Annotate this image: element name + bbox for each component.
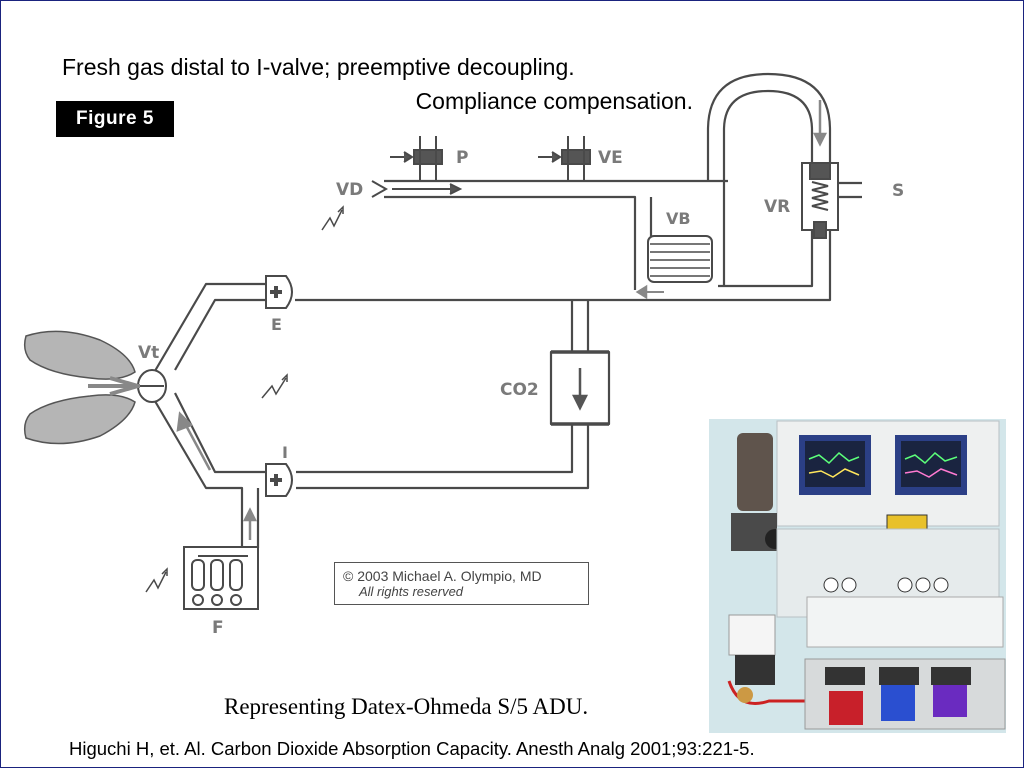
ve-valve bbox=[538, 136, 591, 181]
label-vd: VD bbox=[336, 180, 363, 200]
lungs bbox=[23, 330, 140, 445]
label-vt: Vt bbox=[138, 343, 159, 363]
pipe-e-branch-inner bbox=[174, 298, 266, 371]
s-port bbox=[838, 181, 862, 199]
pipe-i-branch-outer bbox=[151, 395, 244, 548]
label-ve: VE bbox=[598, 148, 623, 168]
pipe-co2-top bbox=[570, 300, 590, 352]
anesthesia-machine-photo bbox=[709, 419, 1006, 733]
label-vb: VB bbox=[666, 209, 691, 228]
vr-valve bbox=[801, 162, 839, 239]
slide-title-line-1: Fresh gas distal to I-valve; preemptive … bbox=[62, 54, 575, 80]
i-valve bbox=[265, 463, 293, 497]
pipe-i-right-top bbox=[296, 424, 574, 474]
copyright-box: © 2003 Michael A. Olympio, MD All rights… bbox=[334, 562, 589, 605]
figure-badge: Figure 5 bbox=[56, 101, 174, 137]
vd-inlet bbox=[371, 180, 463, 198]
vt-connector bbox=[137, 369, 167, 403]
pipe-top-inner bbox=[384, 195, 637, 290]
figure-caption: Representing Datex-Ohmeda S/5 ADU. bbox=[224, 694, 589, 719]
vb-bellows bbox=[647, 235, 713, 283]
pipe-vr-down-inner bbox=[718, 230, 814, 288]
fresh-gas-flowmeter bbox=[183, 546, 259, 610]
slide-title-line-2: Compliance compensation. bbox=[415, 88, 693, 114]
pipe-e-branch-outer bbox=[151, 282, 266, 377]
label-p: P bbox=[456, 148, 468, 168]
copyright-line-1: © 2003 Michael A. Olympio, MD bbox=[343, 568, 542, 584]
label-f: F bbox=[212, 618, 224, 638]
pipe-vr-down-outer bbox=[295, 230, 832, 302]
label-e: E bbox=[271, 315, 282, 334]
pipe-u-loop-outer bbox=[706, 72, 832, 181]
pipe-u-loop-inner bbox=[722, 89, 814, 181]
label-i: I bbox=[282, 443, 288, 462]
label-s: S bbox=[892, 181, 904, 201]
citation: Higuchi H, et. Al. Carbon Dioxide Absorp… bbox=[69, 738, 755, 759]
zigzag-arrow bbox=[145, 205, 344, 593]
copyright-line-2: All rights reserved bbox=[359, 584, 464, 599]
label-co2: CO2 bbox=[500, 380, 539, 400]
pipe-i-right-bottom bbox=[296, 424, 590, 490]
label-vr: VR bbox=[764, 197, 790, 217]
flow-arrows bbox=[176, 100, 828, 540]
pipe-i-branch-inner bbox=[174, 392, 266, 474]
p-valve bbox=[390, 136, 443, 181]
e-valve bbox=[265, 275, 293, 309]
